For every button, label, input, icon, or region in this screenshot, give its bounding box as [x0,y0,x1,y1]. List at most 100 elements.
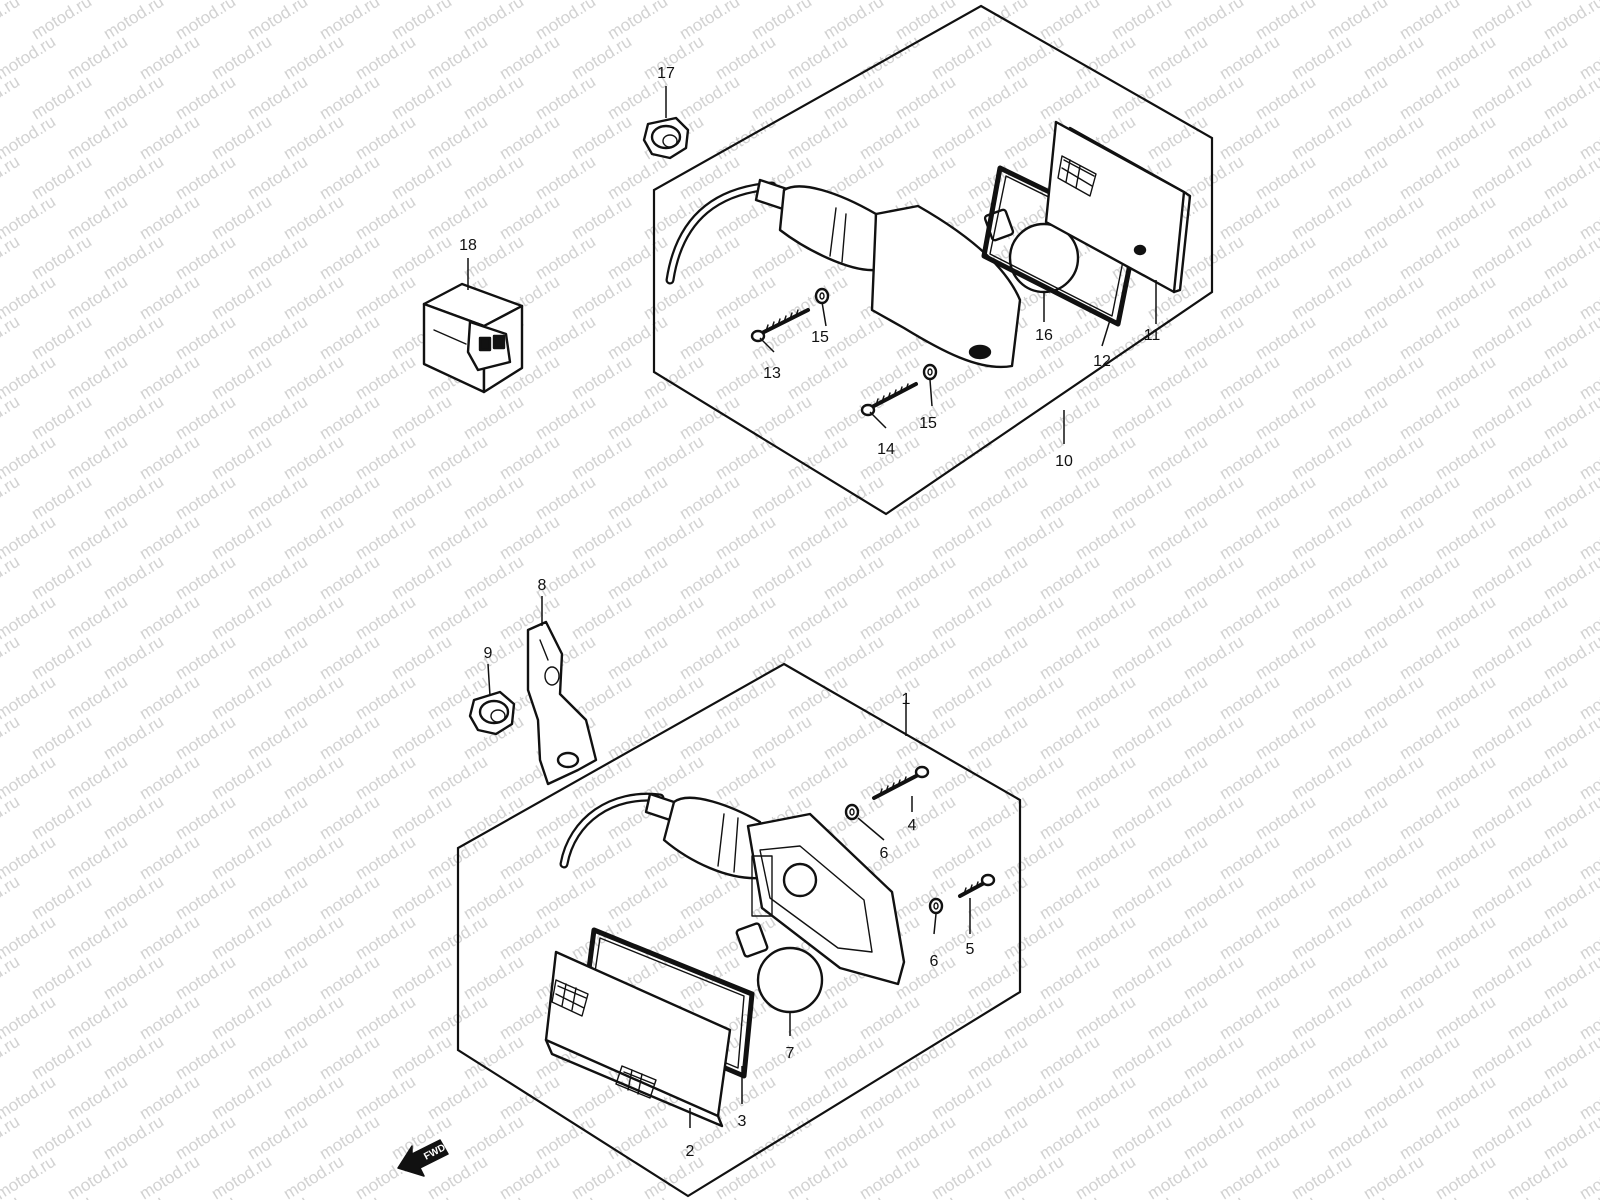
watermark-text: motod.ru [1216,432,1283,484]
watermark-text: motod.ru [604,712,671,764]
watermark-text: motod.ru [1036,1192,1103,1200]
watermark-text: motod.ru [1324,552,1391,604]
watermark-text: motod.ru [460,872,527,924]
watermark-text: motod.ru [1396,632,1463,684]
watermark-text: motod.ru [1288,32,1355,84]
watermark-text: motod.ru [640,672,707,724]
watermark-text: motod.ru [748,472,815,524]
watermark-text: motod.ru [316,1032,383,1084]
watermark-text: motod.ru [1144,992,1211,1044]
watermark-text: motod.ru [100,472,167,524]
watermark-text: motod.ru [1504,32,1571,84]
watermark-text: motod.ru [1144,832,1211,884]
watermark-text: motod.ru [1324,152,1391,204]
watermark-text: motod.ru [1432,1072,1499,1124]
watermark-text: motod.ru [676,872,743,924]
watermark-text: motod.ru [568,272,635,324]
watermark-text: motod.ru [136,912,203,964]
watermark-text: motod.ru [1144,1152,1211,1200]
watermark-text: motod.ru [532,472,599,524]
watermark-text: motod.ru [1396,392,1463,444]
watermark-text: motod.ru [280,1072,347,1124]
watermark-text: motod.ru [244,552,311,604]
watermark-text: motod.ru [316,952,383,1004]
watermark-text: motod.ru [1360,1072,1427,1124]
watermark-text: motod.ru [604,232,671,284]
watermark-text: motod.ru [1432,912,1499,964]
watermark-text: motod.ru [1540,632,1600,684]
watermark-text: motod.ru [244,312,311,364]
watermark-text: motod.ru [100,0,167,43]
watermark-text: motod.ru [64,192,131,244]
watermark-text: motod.ru [244,0,311,43]
watermark-text: motod.ru [172,152,239,204]
watermark-text: motod.ru [28,552,95,604]
watermark-text: motod.ru [1144,432,1211,484]
watermark-text: motod.ru [1540,72,1600,124]
watermark-text: motod.ru [1252,0,1319,43]
watermark-text: motod.ru [856,512,923,564]
watermark-text: motod.ru [1396,0,1463,43]
watermark-text: motod.ru [928,1072,995,1124]
watermark-text: motod.ru [172,1032,239,1084]
watermark-text: motod.ru [604,472,671,524]
watermark-text: motod.ru [1324,392,1391,444]
watermark-text: motod.ru [388,872,455,924]
watermark-text: motod.ru [532,72,599,124]
watermark-text: motod.ru [280,912,347,964]
watermark-text: motod.ru [1288,1152,1355,1200]
watermark-text: motod.ru [64,352,131,404]
watermark-text: motod.ru [604,1192,671,1200]
watermark-text: motod.ru [352,272,419,324]
watermark-text: motod.ru [712,512,779,564]
watermark-text: motod.ru [1360,1152,1427,1200]
watermark-text: motod.ru [1540,552,1600,604]
watermark-text: motod.ru [1540,392,1600,444]
watermark-text: motod.ru [532,232,599,284]
watermark-text: motod.ru [1360,992,1427,1044]
watermark-text: motod.ru [1288,432,1355,484]
watermark-text: motod.ru [136,832,203,884]
watermark-text: motod.ru [64,752,131,804]
watermark-text: motod.ru [316,232,383,284]
watermark-text: motod.ru [460,72,527,124]
watermark-text: motod.ru [64,672,131,724]
watermark-text: motod.ru [1504,512,1571,564]
watermark-text: motod.ru [820,552,887,604]
watermark-text: motod.ru [172,232,239,284]
watermark-text: motod.ru [136,992,203,1044]
watermark-text: motod.ru [1396,712,1463,764]
watermark-text: motod.ru [316,632,383,684]
callout-15-lower: 15 [919,415,937,432]
watermark-text: motod.ru [316,72,383,124]
watermark-text: motod.ru [1252,1032,1319,1084]
watermark-text: motod.ru [28,792,95,844]
watermark-text: motod.ru [1180,0,1247,43]
watermark-text: motod.ru [1504,1072,1571,1124]
leader-lines [467,86,1157,1128]
watermark-text: motod.ru [28,312,95,364]
watermark-text: motod.ru [784,112,851,164]
watermark-text: motod.ru [316,872,383,924]
watermark-text: motod.ru [1144,672,1211,724]
watermark-text: motod.ru [1504,432,1571,484]
watermark-text: motod.ru [172,1192,239,1200]
watermark-text: motod.ru [172,872,239,924]
watermark-text: motod.ru [676,312,743,364]
watermark-text: motod.ru [316,712,383,764]
watermark-text: motod.ru [172,632,239,684]
watermark-text: motod.ru [352,592,419,644]
watermark-text: motod.ru [1468,1032,1535,1084]
watermark-text: motod.ru [1468,312,1535,364]
watermark-text: motod.ru [604,1112,671,1164]
watermark-text: motod.ru [1432,32,1499,84]
watermark-text: motod.ru [1324,472,1391,524]
watermark-text: motod.ru [1144,1072,1211,1124]
watermark-text: motod.ru [1108,1032,1175,1084]
watermark-text: motod.ru [460,1192,527,1200]
watermark-text: motod.ru [928,1152,995,1200]
watermark-text: motod.ru [172,472,239,524]
watermark-text: motod.ru [208,32,275,84]
callout-6-lower: 6 [930,953,939,970]
watermark-text: motod.ru [1432,1152,1499,1200]
